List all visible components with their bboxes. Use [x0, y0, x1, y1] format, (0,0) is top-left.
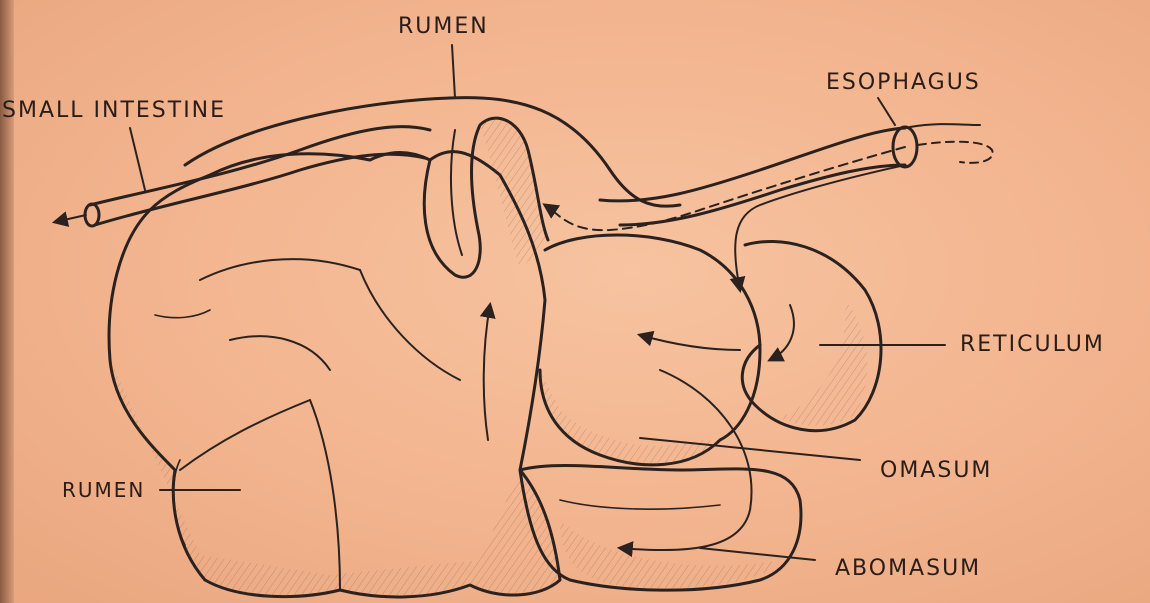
leader-small-intestine	[130, 128, 145, 190]
leader-abomasum	[700, 548, 815, 560]
esophagus-tube	[545, 124, 993, 290]
abomasum	[520, 370, 801, 590]
label-rumen-left: RUMEN	[62, 478, 145, 502]
label-esophagus: ESOPHAGUS	[826, 70, 981, 95]
leader-lines	[130, 45, 945, 560]
small-intestine-tube	[55, 127, 430, 226]
label-omasum: OMASUM	[880, 458, 992, 483]
label-reticulum: RETICULUM	[960, 332, 1105, 357]
label-small-intestine: SMALL INTESTINE	[2, 98, 226, 123]
reticulum	[742, 241, 881, 430]
leader-rumen-top	[452, 45, 455, 98]
rumen-fold	[424, 118, 548, 277]
omasum	[484, 235, 760, 465]
rumen-top-outline	[185, 98, 680, 207]
leader-esophagus	[878, 98, 895, 125]
rumen-body	[109, 152, 560, 597]
label-abomasum: ABOMASUM	[835, 556, 981, 581]
label-rumen-top: RUMEN	[398, 14, 489, 39]
